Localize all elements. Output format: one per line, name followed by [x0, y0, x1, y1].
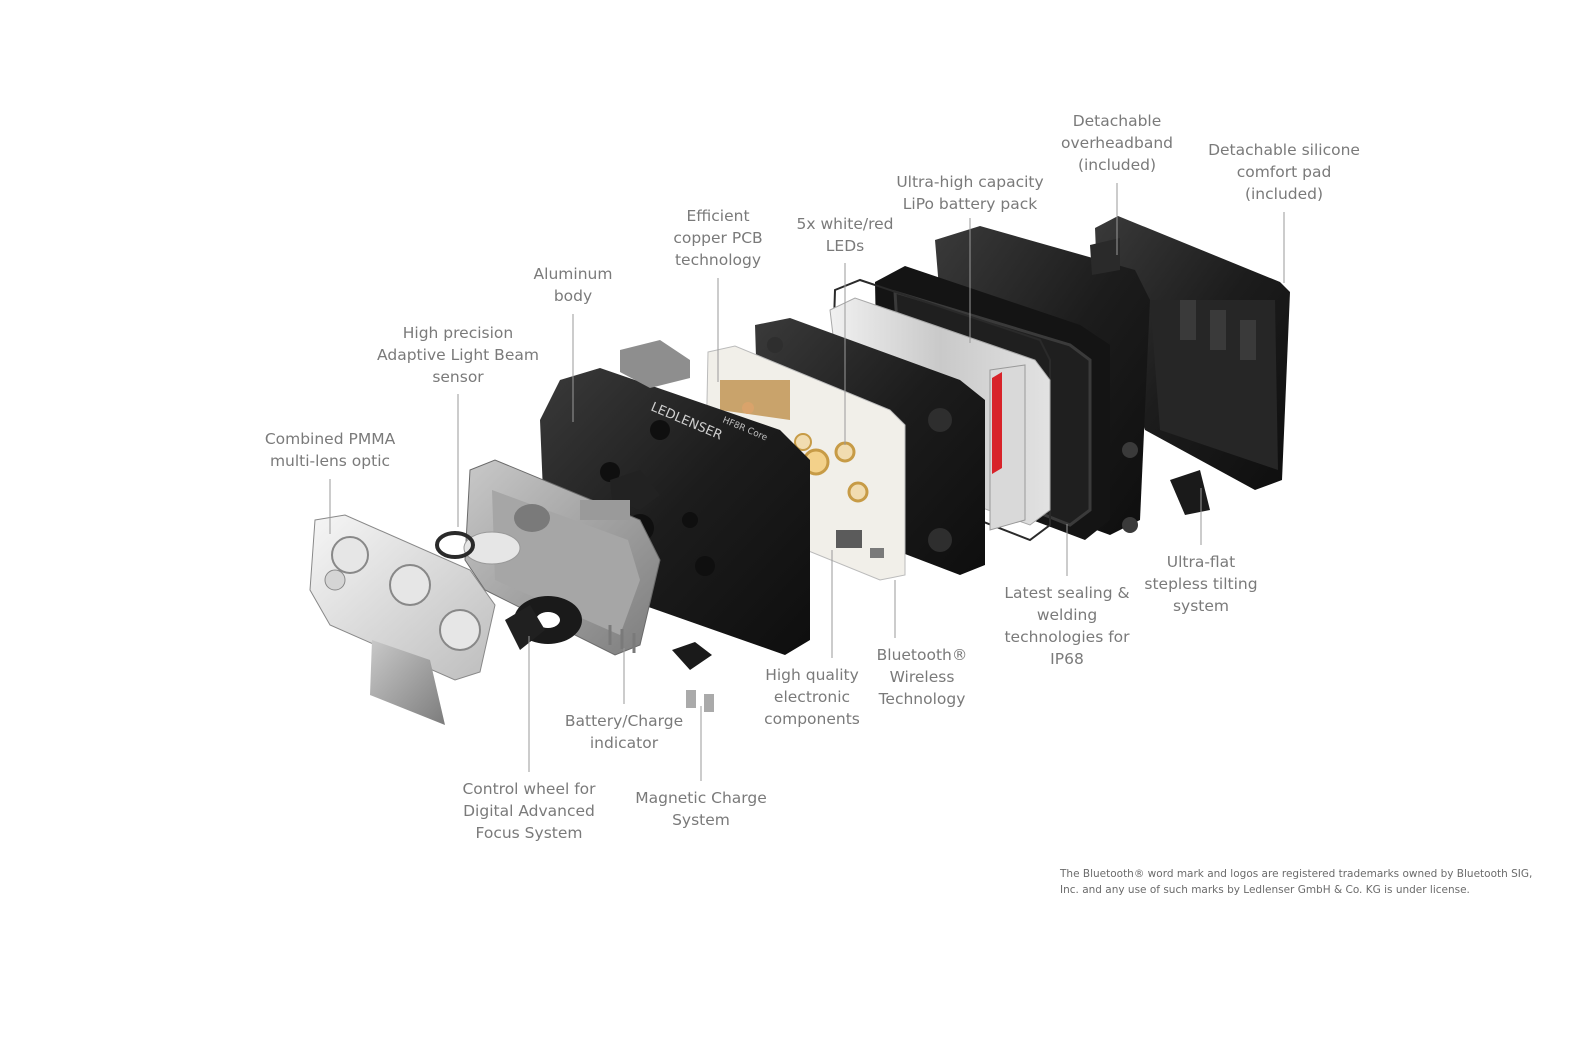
label-electronic-components: High quality electronic components	[764, 664, 860, 730]
label-line: High precision	[402, 324, 514, 342]
label-magnetic-charge: Magnetic Charge System	[635, 787, 767, 831]
grey-front-bezel	[464, 459, 661, 656]
label-line: Control wheel for	[462, 780, 596, 798]
label-line: Wireless	[889, 668, 955, 686]
label-line: electronic	[773, 688, 851, 706]
label-line: copper PCB	[673, 229, 763, 247]
label-line: components	[764, 710, 860, 728]
label-line: Detachable silicone	[1208, 141, 1360, 159]
label-line: Bluetooth®	[876, 646, 968, 664]
magnetic-charge-connector	[672, 642, 714, 712]
label-line: stepless tilting	[1144, 575, 1258, 593]
label-line: Technology	[878, 690, 966, 708]
label-line: comfort pad	[1236, 163, 1332, 181]
label-line: sensor	[432, 368, 484, 386]
label-efficient-pcb: Efficient copper PCB technology	[673, 205, 762, 271]
label-line: Battery/Charge	[564, 712, 684, 730]
trademark-footnote: The Bluetooth® word mark and logos are r…	[1060, 866, 1560, 898]
label-silicone-pad: Detachable silicone comfort pad (include…	[1208, 139, 1360, 205]
label-aluminum-body: Aluminum body	[534, 263, 613, 307]
label-line: Digital Advanced	[463, 802, 595, 820]
label-line: High quality	[765, 666, 859, 684]
label-line: IP68	[1050, 650, 1084, 668]
label-high-precision-sensor: High precision Adaptive Light Beam senso…	[377, 322, 539, 388]
label-line: LEDs	[825, 237, 865, 255]
label-tilting-system: Ultra-flat stepless tilting system	[1144, 551, 1257, 617]
label-line: technologies for	[1004, 628, 1130, 646]
label-line: Ultra-flat	[1166, 553, 1236, 571]
label-line: system	[1172, 597, 1230, 615]
battery-indicator-pins	[608, 625, 636, 653]
label-bluetooth: Bluetooth® Wireless Technology	[877, 644, 968, 710]
label-line: Aluminum	[533, 265, 613, 283]
label-line: 5x white/red	[796, 215, 894, 233]
label-line: System	[672, 811, 730, 829]
control-wheel	[505, 596, 582, 650]
label-line: Adaptive Light Beam	[377, 346, 539, 364]
adaptive-sensor	[435, 531, 521, 565]
leader-lines	[329, 183, 1285, 781]
label-line: Focus System	[475, 824, 583, 842]
footnote-line-1: The Bluetooth® word mark and logos are r…	[1060, 868, 1533, 880]
pmma-optic	[309, 514, 496, 681]
label-overheadband: Detachable overheadband (included)	[1061, 110, 1173, 176]
label-line: multi-lens optic	[269, 452, 391, 470]
label-line: body	[553, 287, 593, 305]
label-line: Efficient	[686, 207, 750, 225]
label-battery-indicator: Battery/Charge indicator	[565, 710, 683, 754]
label-line: Magnetic Charge	[635, 789, 767, 807]
label-line: Detachable	[1072, 112, 1162, 130]
label-line: overheadband	[1061, 134, 1173, 152]
label-sealing: Latest sealing & welding technologies fo…	[1004, 582, 1129, 670]
label-line: technology	[674, 251, 762, 269]
label-control-wheel: Control wheel for Digital Advanced Focus…	[462, 778, 595, 844]
footnote-line-2: Inc. and any use of such marks by Ledlen…	[1060, 884, 1470, 896]
label-combined-pmma: Combined PMMA multi-lens optic	[265, 428, 395, 472]
optic-cover-piece	[370, 640, 445, 725]
label-line: LiPo battery pack	[902, 195, 1038, 213]
label-leds: 5x white/red LEDs	[796, 213, 893, 257]
label-line: (included)	[1077, 156, 1157, 174]
label-line: Combined PMMA	[264, 430, 396, 448]
label-line: (included)	[1244, 185, 1324, 203]
label-line: welding	[1036, 606, 1098, 624]
label-line: Ultra-high capacity	[896, 173, 1044, 191]
label-battery-pack: Ultra-high capacity LiPo battery pack	[896, 171, 1043, 215]
label-line: Latest sealing &	[1004, 584, 1130, 602]
label-line: indicator	[589, 734, 659, 752]
